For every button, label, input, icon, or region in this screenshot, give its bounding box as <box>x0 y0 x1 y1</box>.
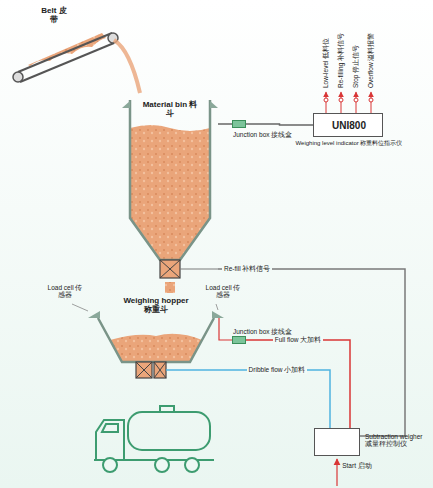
edge-label: Re-fill 补料信号 <box>222 265 272 272</box>
belt-roller <box>13 72 23 82</box>
truck <box>94 406 214 472</box>
connector <box>218 269 405 436</box>
edge-label: Full flow 大加料 <box>273 336 324 343</box>
falling-material <box>114 40 140 93</box>
junction-box: Junction box 接线盒 <box>232 120 246 128</box>
level-indicator-box: UNI800Weighing level indicator 称重料位指示仪 <box>313 113 383 137</box>
load-cell-label: Load cell 传感器 <box>204 284 242 299</box>
bin-material <box>130 125 210 260</box>
load-cell-label: Load cell 传感器 <box>46 284 84 299</box>
hopper-wall <box>98 318 214 362</box>
output-signal-label: Re-filling 补料信号 <box>337 33 344 88</box>
connector <box>246 124 313 125</box>
belt-material <box>28 33 106 66</box>
output-signal-label: Low-level 低料位 <box>322 38 329 88</box>
valve-cross <box>160 260 180 278</box>
leader-line <box>72 304 88 311</box>
edge-label: Dribble flow 小加料 <box>247 366 308 373</box>
signal-terminal <box>354 98 358 102</box>
junction-box: Junction box 接线盒 <box>232 336 246 344</box>
discharge-valve <box>136 362 152 378</box>
signal-terminal <box>324 98 328 102</box>
truck-wheel <box>155 458 169 472</box>
belt-conveyor <box>13 33 140 93</box>
indicator-label: Weighing level indicator 称重料位指示仪 <box>296 140 403 147</box>
valve-wire <box>166 369 224 371</box>
truck-wheel <box>103 458 117 472</box>
connector <box>246 340 350 428</box>
discharge-valve <box>154 362 166 378</box>
bin-title: Material bin 料斗 <box>142 100 198 118</box>
falling-material <box>165 282 175 293</box>
weighing-hopper: Weighing hopper 称重斗 <box>88 296 224 386</box>
refill-valve <box>160 260 180 278</box>
truck-wheel <box>185 458 199 472</box>
start-arrow <box>336 459 337 486</box>
truck-tank <box>128 412 210 450</box>
load-cell-wire <box>219 318 232 340</box>
signal-terminal <box>369 98 373 102</box>
hopper-title: Weighing hopper 称重斗 <box>120 296 192 314</box>
valve-cross <box>154 362 166 378</box>
truck-hatch <box>160 406 174 412</box>
valve-cross <box>136 362 152 378</box>
start-label: Start 启动 <box>342 462 372 469</box>
material-bin: Material bin 料斗 <box>122 88 218 282</box>
truck-cab <box>96 420 124 460</box>
junction-box-label: Junction box 接线盒 <box>233 131 292 138</box>
belt-label: Belt 皮带 <box>38 6 70 24</box>
weigher-controller: Subtraction weigher 减量秤控制仪 <box>314 428 360 456</box>
leader-line <box>216 304 218 310</box>
bin-bracket <box>122 101 130 108</box>
weigher-label: Subtraction weigher 减量秤控制仪 <box>365 433 431 448</box>
truck-window <box>102 424 118 432</box>
belt-bottom <box>20 43 114 82</box>
load-cell-bracket <box>88 311 100 318</box>
output-signal-label: Overflow 溢料报警 <box>367 33 374 88</box>
valve-wire <box>180 268 218 269</box>
model-name: UNI800 <box>332 120 366 132</box>
junction-box-label: Junction box 接线盒 <box>233 328 292 335</box>
load-cell-bracket <box>212 311 224 318</box>
bin-wall <box>130 100 210 260</box>
signal-terminal <box>339 98 343 102</box>
belt-top <box>18 33 112 72</box>
output-signals <box>324 92 373 113</box>
hopper-material <box>110 334 202 362</box>
output-signal-label: Stop 停止信号 <box>352 45 359 88</box>
connector <box>224 370 330 428</box>
bin-bracket <box>210 101 218 108</box>
connector <box>218 123 232 125</box>
